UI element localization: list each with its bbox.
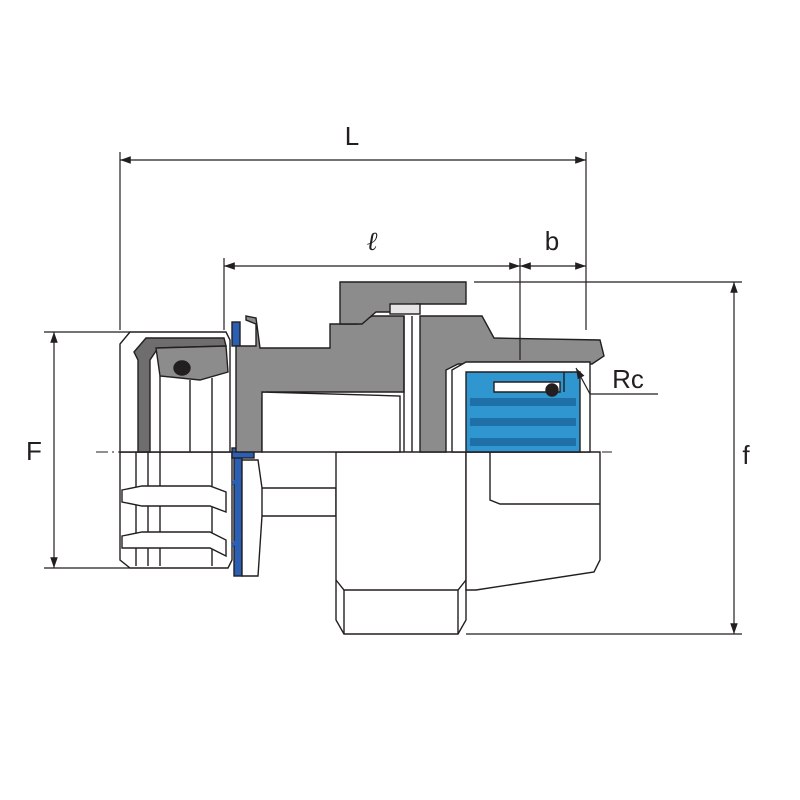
fitting-section-view [119, 281, 605, 459]
label-f: f [742, 440, 750, 470]
o-ring-seal [545, 383, 559, 397]
retaining-ring-lower [233, 451, 243, 577]
retaining-ring-upper [231, 321, 241, 347]
seal-lip [493, 381, 561, 393]
o-ring-cap [173, 360, 191, 376]
dimension-lines [44, 152, 742, 635]
label-b: b [545, 226, 559, 256]
label-l: ℓ [367, 227, 378, 256]
body-lip [261, 391, 401, 453]
fitting-outside-view [119, 451, 601, 635]
label-F: F [26, 436, 42, 466]
nut-gap [389, 303, 421, 315]
threaded-end-lower [465, 451, 601, 591]
grip-insert [155, 345, 229, 381]
union-nut-hex-lower [335, 451, 467, 635]
body-stub-lower [241, 459, 337, 577]
label-L: L [345, 121, 359, 151]
cap-inner-ring [133, 337, 227, 453]
label-Rc: Rc [612, 364, 644, 394]
